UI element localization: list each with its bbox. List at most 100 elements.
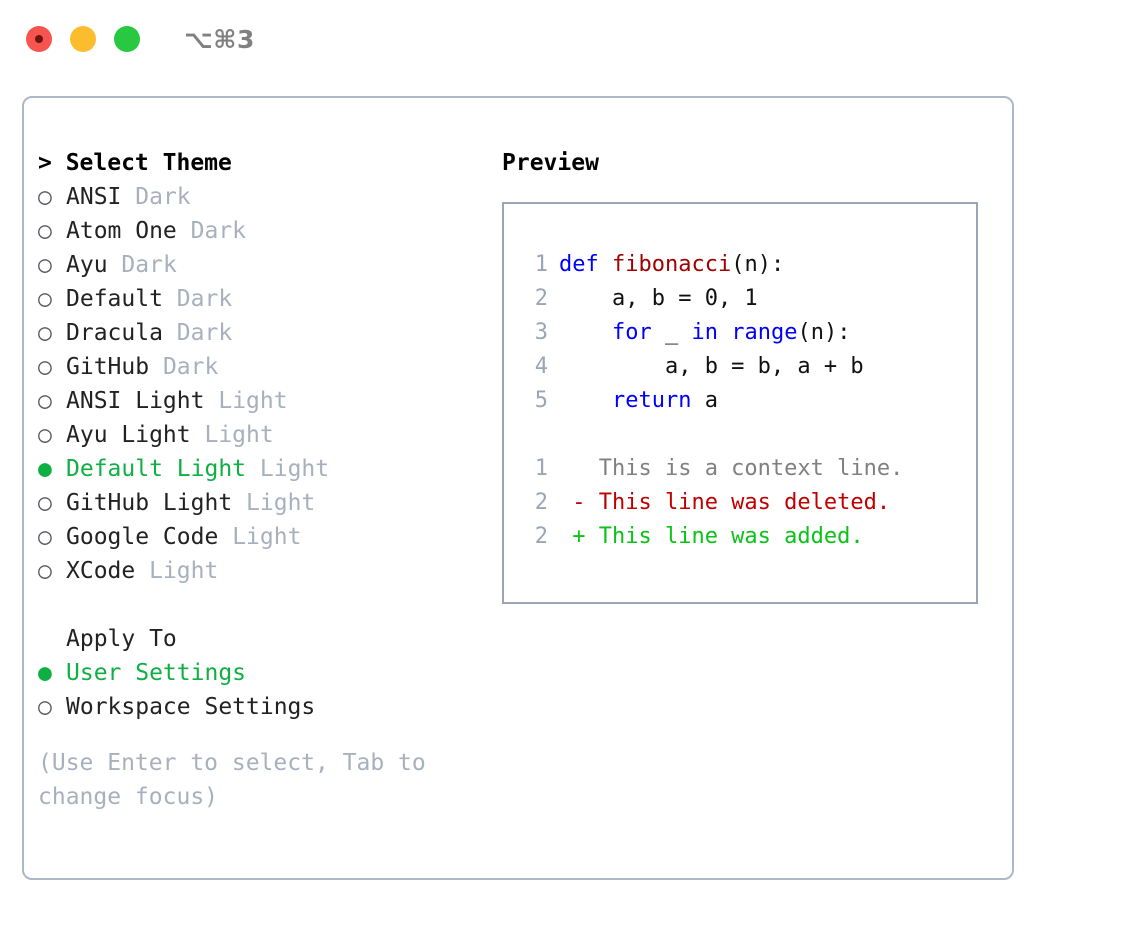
label-gap [163, 286, 177, 312]
radio-unselected-icon[interactable]: ○ [38, 286, 52, 312]
code-token: fibonacci [611, 252, 732, 277]
theme-variant-label: Dark [190, 218, 247, 244]
radio-unselected-icon[interactable]: ○ [38, 354, 52, 380]
code-token [718, 320, 731, 345]
line-number: 2 [534, 286, 548, 311]
theme-list-item[interactable]: ○ Google Code Light [38, 520, 498, 554]
theme-list-item[interactable]: ○ Default Dark [38, 282, 498, 316]
theme-variant-label: Dark [176, 286, 233, 312]
list-spacer [38, 588, 498, 622]
radio-unselected-icon[interactable]: ○ [38, 490, 52, 516]
theme-variant-label: Light [232, 524, 302, 550]
radio-unselected-icon[interactable]: ○ [38, 252, 52, 278]
theme-list-item[interactable]: ○ GitHub Light Light [38, 486, 498, 520]
theme-list-item[interactable]: ○ANSI Dark [38, 180, 498, 214]
apply-to-item[interactable]: ○ Workspace Settings [38, 690, 498, 724]
theme-list-item[interactable]: ○ GitHub Dark [38, 350, 498, 384]
label-gap [246, 456, 260, 482]
theme-list-item[interactable]: ○ Atom One Dark [38, 214, 498, 248]
code-token: (n): [797, 320, 851, 345]
titlebar: ⌥⌘3 [0, 0, 1140, 78]
label-gap [135, 558, 149, 584]
apply-to-item[interactable]: ● User Settings [38, 656, 498, 690]
code-text: for _ in range(n): [548, 316, 850, 350]
code-token: in [691, 320, 718, 345]
theme-name-label: ANSI [66, 184, 122, 210]
close-button-icon[interactable] [26, 26, 52, 52]
theme-name-label: ANSI Light [66, 388, 205, 414]
theme-list-item[interactable]: ○Ayu Light Light [38, 418, 498, 452]
label-gap [121, 184, 135, 210]
code-text: a, b = 0, 1 [548, 282, 758, 316]
code-token: range [731, 320, 798, 345]
line-number: 2 [534, 524, 548, 549]
label-gap [191, 422, 205, 448]
radio-unselected-icon[interactable]: ○ [38, 320, 52, 346]
label-gap [149, 354, 163, 380]
theme-name-label: Default [66, 286, 163, 312]
code-text: def fibonacci(n): [548, 248, 784, 282]
dialog-panel: > Select Theme ○ANSI Dark○Atom One Dark○… [22, 96, 1014, 880]
theme-list-item[interactable]: ● Default Light Light [38, 452, 498, 486]
theme-variant-label: Light [246, 490, 316, 516]
code-line: 5 return a [504, 384, 976, 418]
code-text: return a [548, 384, 718, 418]
code-token: for [611, 320, 652, 345]
theme-name-label: Dracula [66, 320, 163, 346]
diff-text: + This line was added. [559, 524, 864, 549]
diff-line: 2 + This line was added. [504, 520, 976, 554]
theme-name-label: Atom One [66, 218, 177, 244]
theme-name-label: Ayu [66, 252, 108, 278]
apply-to-header: Apply To [66, 626, 177, 652]
label-gap [163, 320, 177, 346]
apply-to-label: User Settings [66, 660, 247, 686]
label-gap [108, 252, 122, 278]
theme-name-label: Google Code [66, 524, 219, 550]
radio-unselected-icon[interactable]: ○ [38, 524, 52, 550]
radio-unselected-icon[interactable]: ○ [38, 388, 52, 414]
line-number: 2 [534, 490, 548, 515]
label-gap [218, 524, 232, 550]
theme-name-label: Ayu Light [66, 422, 191, 448]
diff-line: 1 This is a context line. [504, 452, 976, 486]
apply-to-list: ● User Settings ○ Workspace Settings [38, 656, 498, 724]
radio-selected-icon[interactable]: ● [38, 660, 52, 686]
theme-name-label: GitHub Light [66, 490, 233, 516]
radio-unselected-icon[interactable]: ○ [38, 184, 52, 210]
maximize-button-icon[interactable] [114, 26, 140, 52]
radio-unselected-icon[interactable]: ○ [38, 558, 52, 584]
radio-unselected-icon[interactable]: ○ [38, 694, 52, 720]
diff-text: This is a context line. [559, 456, 904, 481]
theme-variant-label: Dark [162, 354, 219, 380]
theme-variant-label: Light [218, 388, 288, 414]
theme-variant-label: Light [149, 558, 219, 584]
theme-variant-label: Dark [121, 252, 177, 278]
diff-text: - This line was deleted. [559, 490, 891, 515]
theme-variant-label: Dark [176, 320, 233, 346]
theme-variant-label: Light [259, 456, 330, 482]
code-token: def [559, 252, 612, 277]
keyboard-hint-text: (Use Enter to select, Tab to change focu… [38, 750, 440, 810]
theme-list-item[interactable]: ○ Ayu Dark [38, 248, 498, 282]
diff-line: 2 - This line was deleted. [504, 486, 976, 520]
code-line: 3 for _ in range(n): [504, 316, 976, 350]
radio-unselected-icon[interactable]: ○ [38, 422, 52, 448]
minimize-button-icon[interactable] [70, 26, 96, 52]
preview-title: Preview [502, 150, 599, 176]
theme-list-item[interactable]: ○ Dracula Dark [38, 316, 498, 350]
theme-name-label: GitHub [66, 354, 150, 380]
theme-name-label: Default Light [66, 456, 247, 482]
diff-separator [504, 418, 976, 452]
radio-unselected-icon[interactable]: ○ [38, 218, 52, 244]
radio-selected-icon[interactable]: ● [38, 456, 52, 482]
apply-to-label: Workspace Settings [66, 694, 316, 720]
select-theme-header: > Select Theme [38, 150, 232, 176]
line-number: 4 [534, 354, 548, 379]
line-number: 1 [534, 252, 548, 277]
theme-list-item[interactable]: ○ ANSI Light Light [38, 384, 498, 418]
code-text: a, b = b, a + b [548, 350, 864, 384]
code-token: a [691, 388, 718, 413]
theme-list-item[interactable]: ○XCode Light [38, 554, 498, 588]
